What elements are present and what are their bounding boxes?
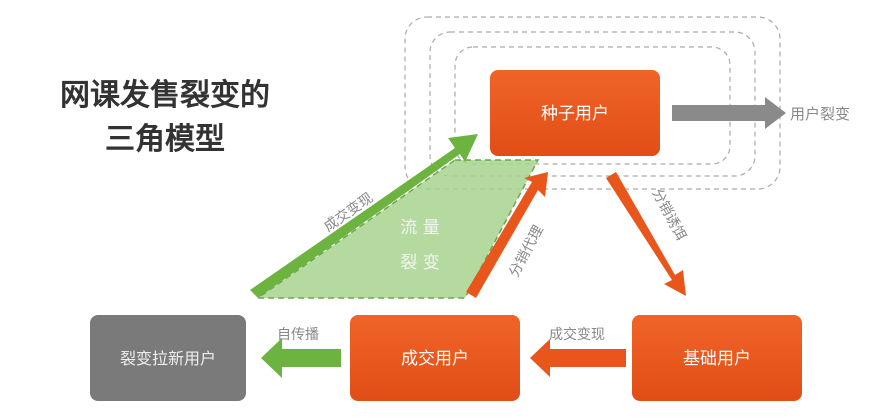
ring-middle (429, 31, 756, 177)
seed-user-box[interactable] (490, 70, 660, 156)
self-spread-arrow (261, 338, 341, 378)
fission-new-user-box[interactable] (90, 315, 246, 401)
bait-label: 分销诱饵 (648, 186, 688, 243)
self-spread-label: 自传播 (277, 327, 319, 343)
title-line-1: 网课发售裂变的 (60, 78, 270, 113)
title-line-2: 三角模型 (105, 122, 225, 157)
user-fission-label: 用户裂变 (790, 105, 850, 123)
fission-new-user-label: 裂变拉新用户 (120, 349, 216, 368)
seed-user-label: 种子用户 (541, 104, 609, 124)
user-fission-arrow (672, 97, 786, 129)
deal-convert-bottom-label: 成交变现 (549, 326, 605, 343)
traffic-fission-area (255, 159, 540, 299)
traffic-label-2: 裂 变 (400, 253, 439, 273)
traffic-label-1: 流 量 (400, 218, 439, 238)
deal-convert-bottom-arrow (530, 339, 626, 377)
base-user-label: 基础用户 (683, 349, 751, 369)
ring-outer (404, 16, 781, 190)
deal-user-box[interactable] (350, 315, 520, 401)
agent-arrow (466, 172, 548, 298)
deal-convert-arrow (250, 134, 478, 298)
deal-user-label: 成交用户 (401, 349, 469, 369)
base-user-box[interactable] (632, 315, 802, 401)
diagram-title: 网课发售裂变的 三角模型 (50, 74, 280, 162)
bait-arrow (606, 172, 686, 296)
